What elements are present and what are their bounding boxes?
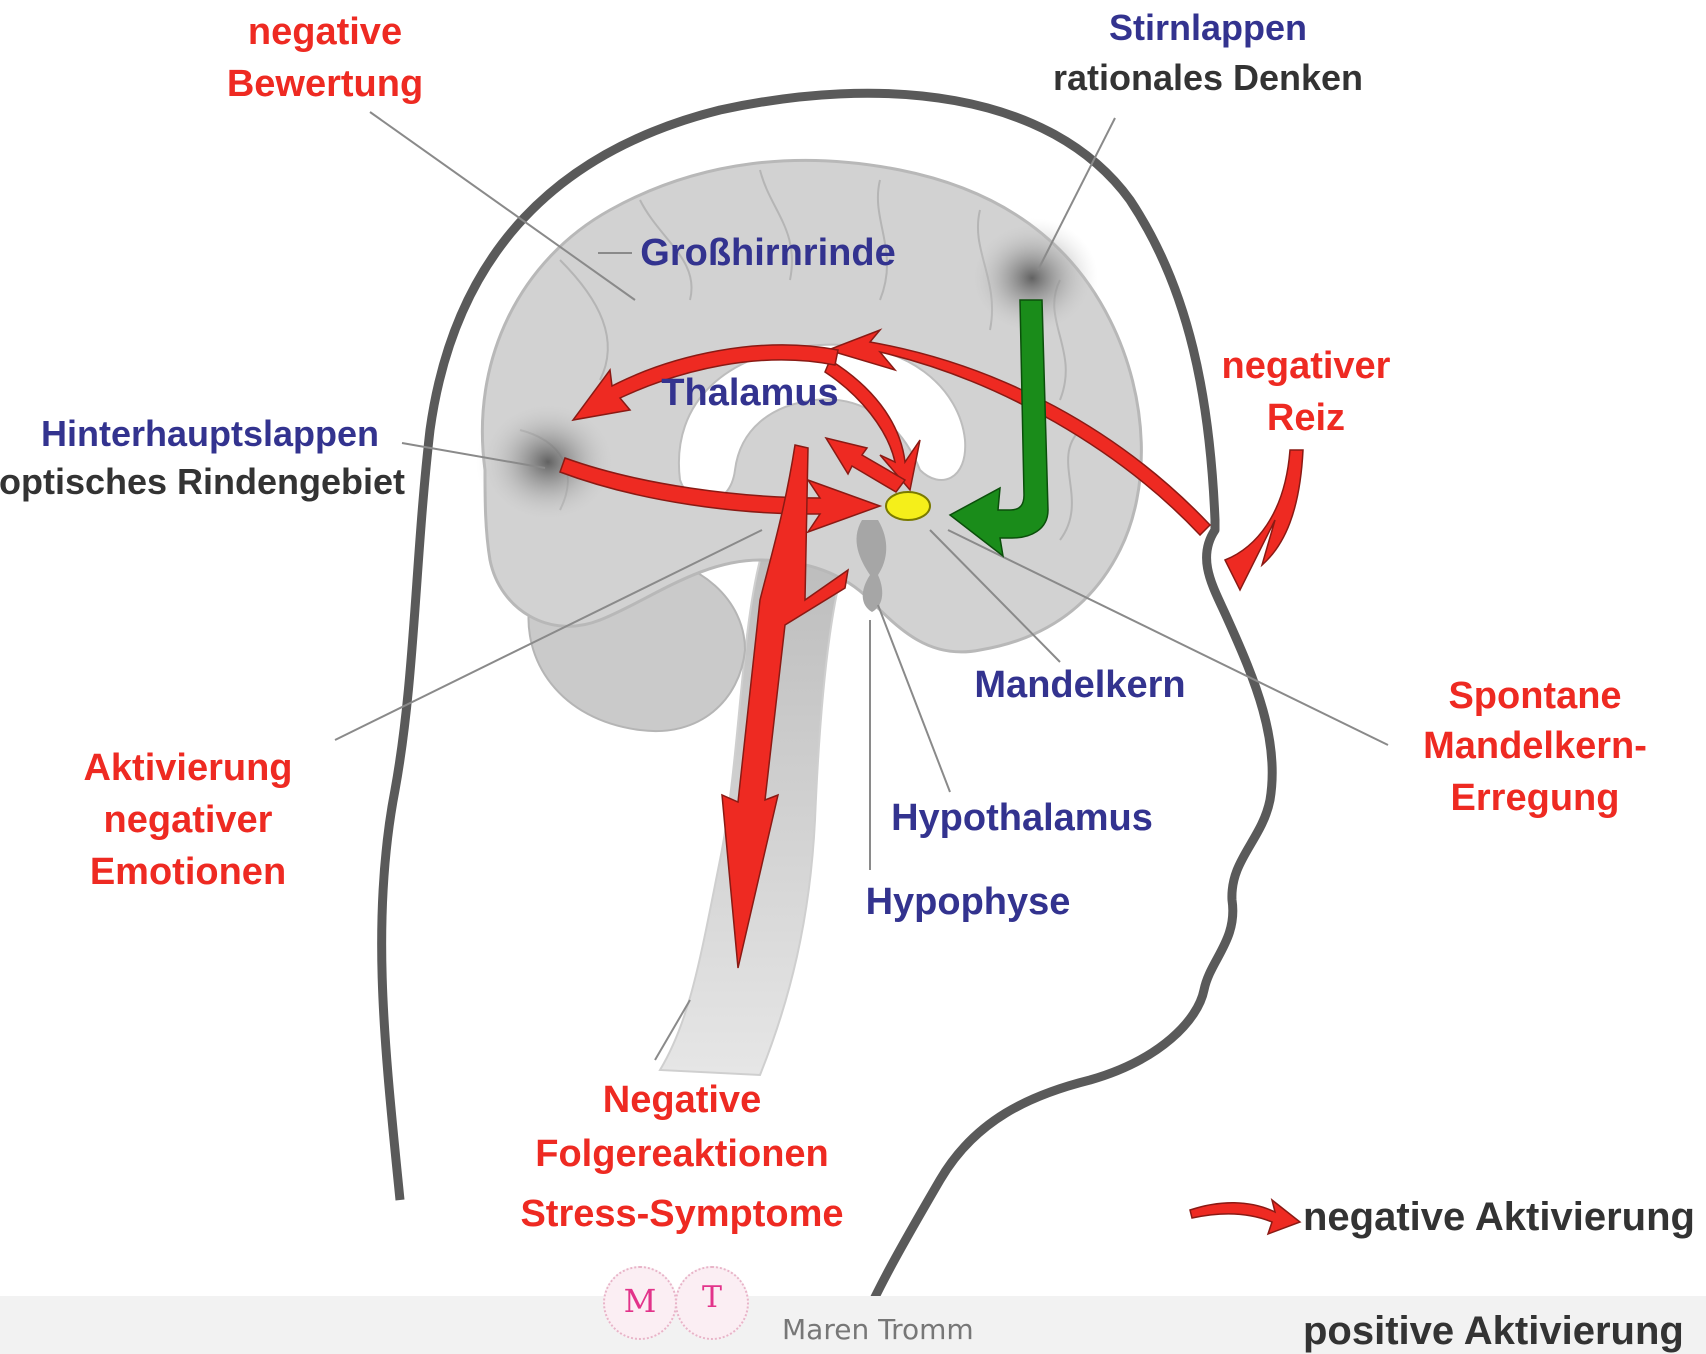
label-aktivierung-line3: Emotionen — [90, 851, 286, 893]
label-spontane-line3: Erregung — [1451, 777, 1620, 819]
label-grosshirnrinde: Großhirnrinde — [640, 232, 895, 274]
label-rationales-denken: rationales Denken — [1053, 57, 1363, 98]
label-negative-bewertung-line1: negative — [248, 11, 402, 53]
label-aktivierung-line1: Aktivierung — [83, 747, 292, 789]
legend-positive-label: positive Aktivierung — [1303, 1308, 1684, 1354]
label-hinterhauptslappen: Hinterhauptslappen — [41, 413, 379, 454]
footer-author: Maren Tromm — [782, 1313, 974, 1346]
label-negative-bewertung-line2: Bewertung — [227, 63, 423, 105]
label-optisches-rindengebiet: optisches Rindengebiet — [0, 461, 405, 502]
arrow-negative-stimulus — [1225, 450, 1303, 590]
occipital-lobe-glow — [476, 398, 620, 526]
label-spontane-line2: Mandelkern- — [1423, 725, 1647, 767]
label-spontane-line1: Spontane — [1448, 675, 1621, 717]
label-negativer-reiz-line1: negativer — [1222, 345, 1391, 387]
label-mandelkern: Mandelkern — [974, 664, 1185, 706]
label-folge-line2: Folgereaktionen — [535, 1133, 829, 1175]
footer-logo-t-letter: T — [677, 1280, 747, 1315]
label-hypothalamus: Hypothalamus — [891, 797, 1153, 839]
label-folge-line1: Negative — [603, 1079, 761, 1121]
amygdala-marker — [886, 492, 930, 520]
footer-logo-m: M — [603, 1266, 677, 1340]
footer-logo-m-letter: M — [605, 1282, 675, 1320]
footer-logo-t: T — [675, 1266, 749, 1340]
legend-negative-arrow-icon — [1190, 1200, 1300, 1234]
label-hypophyse: Hypophyse — [866, 881, 1071, 923]
label-folge-line3: Stress-Symptome — [520, 1193, 843, 1235]
label-thalamus: Thalamus — [661, 372, 838, 414]
label-aktivierung-line2: negativer — [104, 799, 273, 841]
label-stirnlappen: Stirnlappen — [1109, 7, 1307, 48]
legend-negative-label: negative Aktivierung — [1303, 1195, 1695, 1239]
label-negativer-reiz-line2: Reiz — [1267, 397, 1345, 439]
